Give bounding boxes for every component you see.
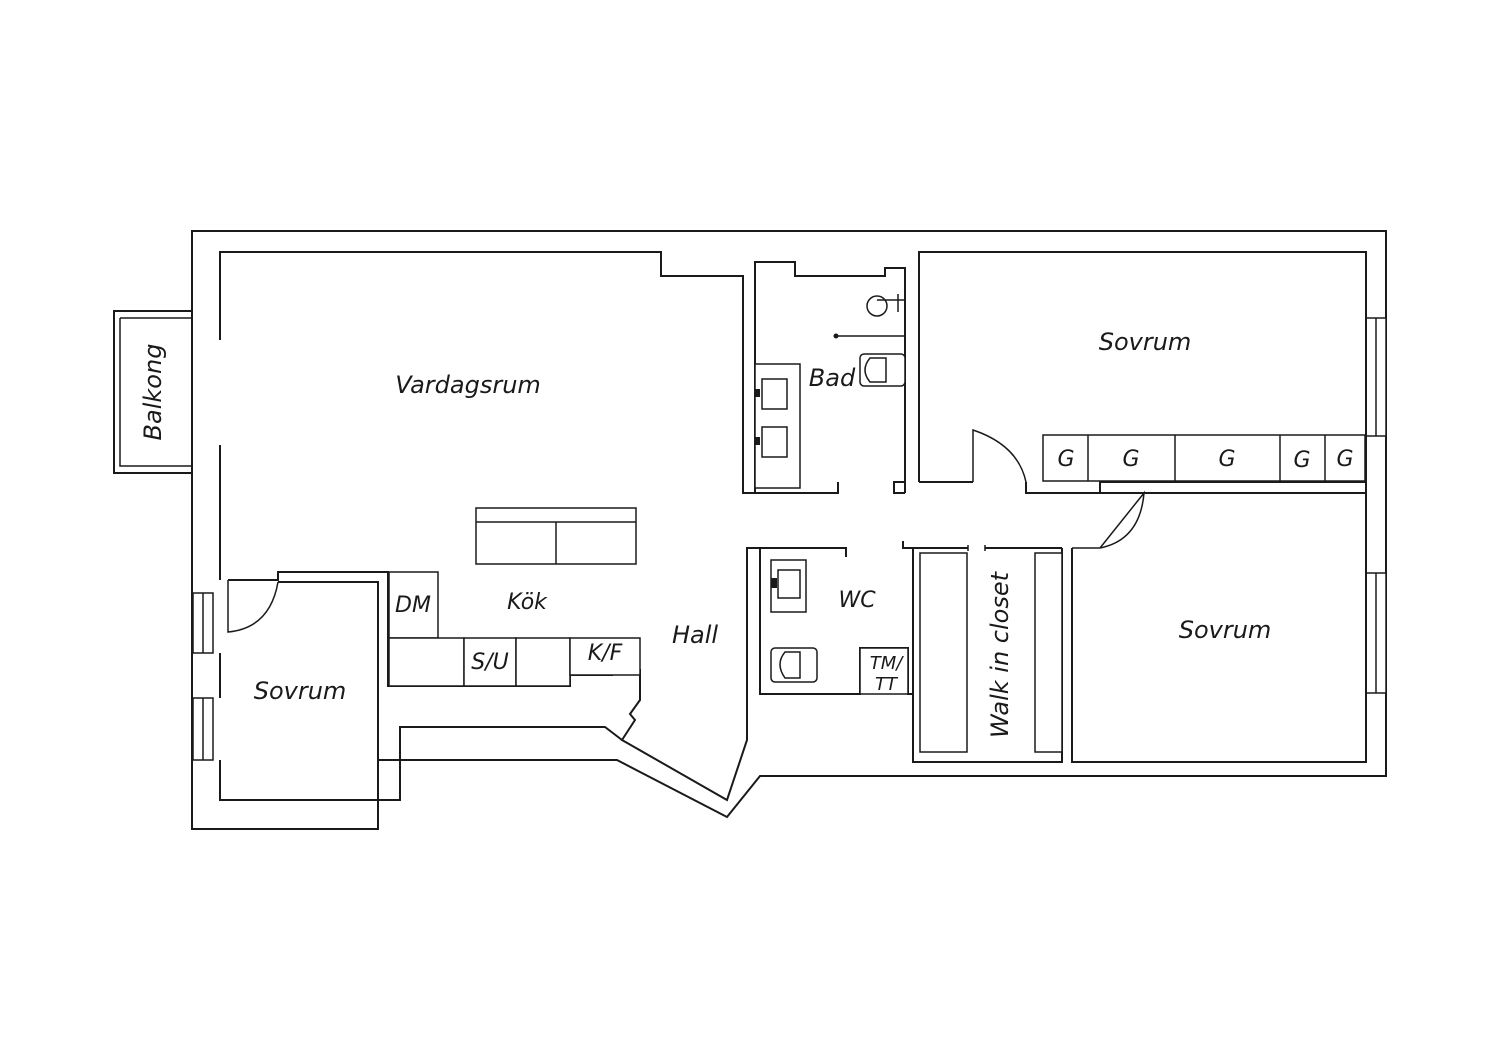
label-vardagsrum: Vardagsrum bbox=[395, 371, 541, 399]
label-dm: DM bbox=[395, 593, 431, 618]
label-wardrobe: G bbox=[1293, 448, 1310, 473]
kitchen-counters bbox=[388, 571, 641, 687]
label-kf: K/F bbox=[588, 641, 623, 666]
label-wardrobe: G bbox=[1057, 447, 1074, 472]
right-bedroom-door bbox=[1072, 490, 1145, 549]
label-wardrobe: G bbox=[1122, 447, 1139, 472]
label-wardrobe: G bbox=[1218, 447, 1235, 472]
right-windows bbox=[1365, 317, 1387, 694]
left-windows bbox=[192, 592, 214, 761]
top-bedroom-wall bbox=[918, 251, 1367, 494]
right-bedroom-wall bbox=[1071, 493, 1367, 763]
label-balkong: Balkong bbox=[139, 344, 167, 441]
label-wc: WC bbox=[838, 588, 876, 613]
closet-shelves bbox=[919, 545, 1063, 753]
label-su: S/U bbox=[471, 650, 508, 675]
bathroom-fixtures bbox=[754, 294, 906, 489]
outer-wall bbox=[191, 230, 1387, 830]
wc-fixtures bbox=[770, 559, 909, 695]
label-wardrobe: G bbox=[1336, 447, 1353, 472]
label-hall: Hall bbox=[672, 621, 718, 649]
balcony bbox=[113, 310, 192, 474]
label-bad: Bad bbox=[809, 364, 856, 392]
wardrobe-row bbox=[1042, 434, 1366, 482]
left-bedroom-door bbox=[227, 580, 279, 633]
label-sovrum-left: Sovrum bbox=[254, 677, 347, 705]
label-kok: Kök bbox=[507, 590, 548, 615]
label-walk-in-closet: Walk in closet bbox=[986, 570, 1014, 738]
kitchen-island bbox=[475, 507, 637, 565]
label-tm: TM/ bbox=[870, 653, 905, 674]
label-tt: TT bbox=[875, 674, 899, 695]
top-bedroom-door bbox=[972, 428, 1027, 483]
label-sovrum-top: Sovrum bbox=[1099, 328, 1192, 356]
label-sovrum-right: Sovrum bbox=[1179, 616, 1272, 644]
left-bedroom-wall bbox=[278, 581, 379, 800]
